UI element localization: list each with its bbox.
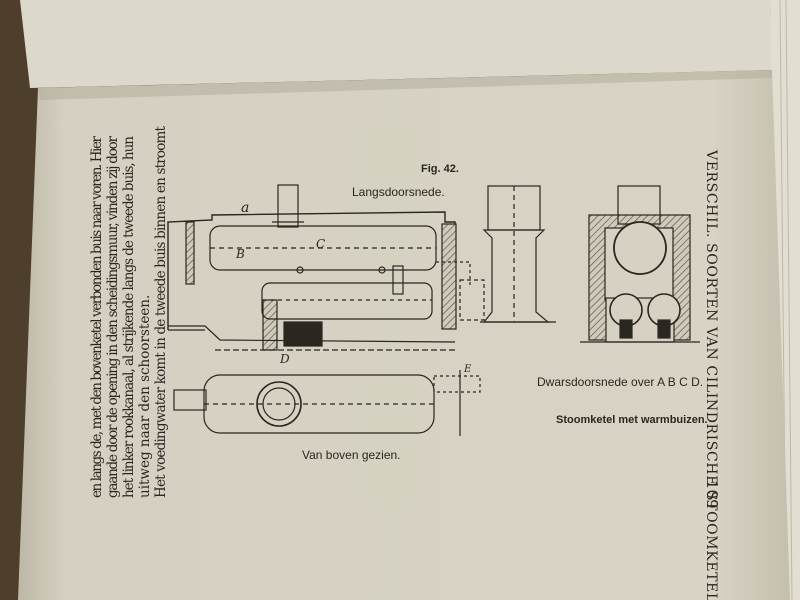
body-line: gaande door de opening in den scheidings… (105, 135, 121, 498)
book-page (18, 70, 790, 600)
page-number: 109 (703, 480, 721, 509)
body-text: en langs de, met den bovenketel verbonde… (89, 125, 169, 498)
top-view-drawing (173, 370, 481, 436)
running-head: VERSCHIL. SOORTEN VAN CILINDRISCHE STOOM… (703, 149, 719, 600)
body-line: het linker rookkanaal, al strijkende lan… (121, 136, 137, 498)
body-line: Het voedingwater komt in de tweede buis … (153, 125, 169, 498)
letter-b: B (235, 247, 245, 261)
letter-d: D (279, 352, 290, 366)
label-top-view: Van boven gezien. (302, 448, 401, 462)
longitudinal-section-drawing (167, 184, 471, 351)
label-cross-section: Dwarsdoorsnede over A B C D. (537, 375, 703, 389)
chimney-drawing (459, 185, 556, 323)
body-line: en langs de, met den bovenketel verbonde… (89, 135, 105, 498)
letter-a: a (241, 200, 249, 216)
figure-number: Fig. 42. (421, 163, 459, 175)
figure-caption: Stoomketel met warmbuizen. (556, 414, 708, 426)
label-longitudinal: Langsdoorsnede. (352, 185, 445, 199)
facing-page (20, 0, 772, 88)
body-line: uitweg naar den schoorsteen. (137, 295, 153, 498)
cross-section-drawing (580, 185, 700, 343)
letter-c: C (316, 237, 325, 251)
letter-e: E (463, 364, 472, 375)
